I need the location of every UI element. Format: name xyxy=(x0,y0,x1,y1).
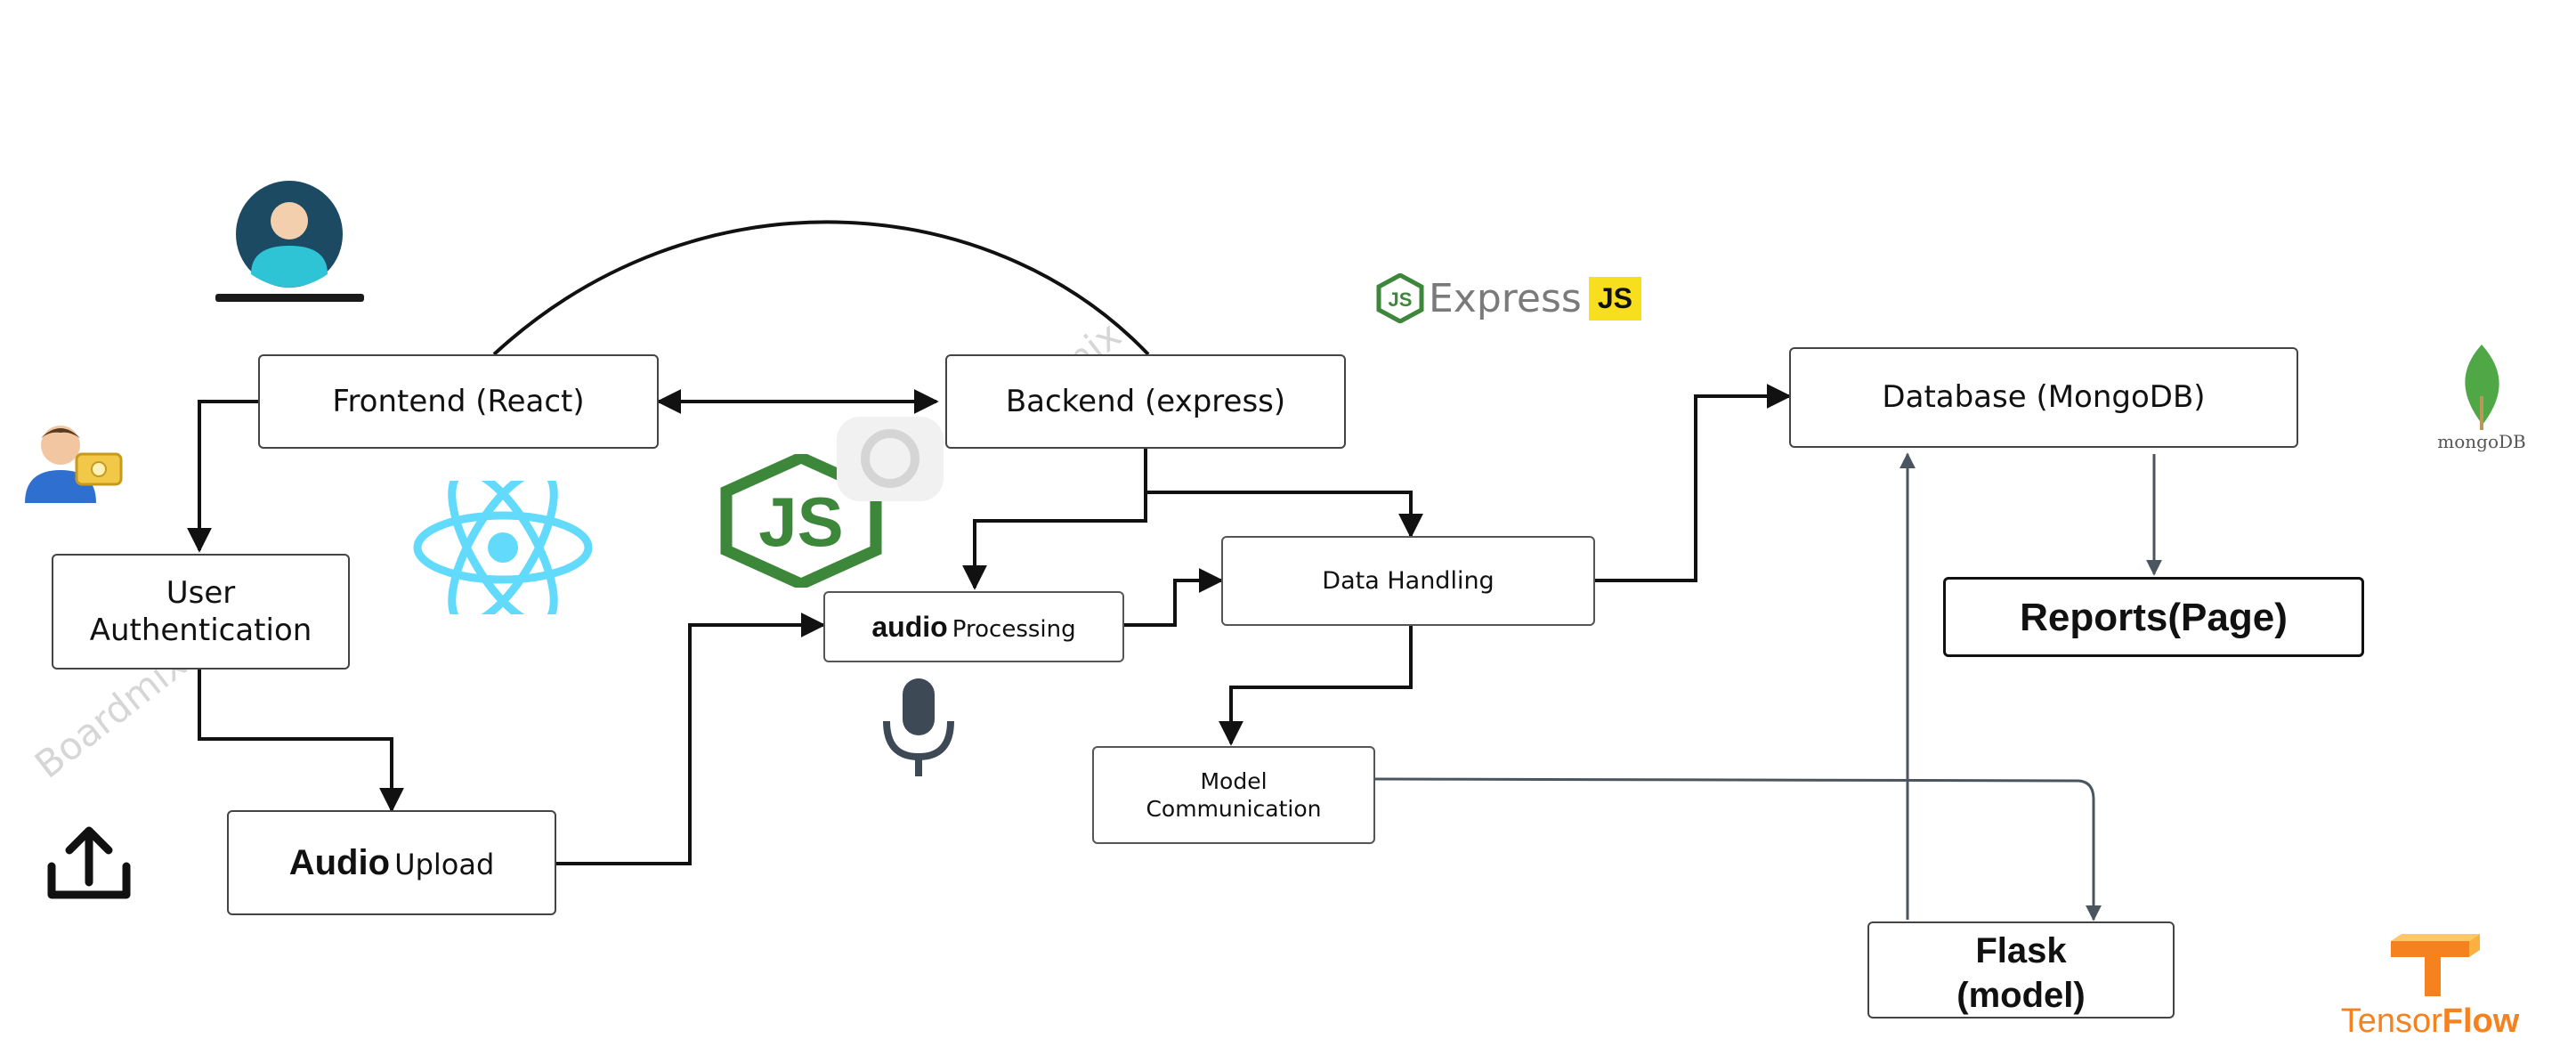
backend-label: Backend (express) xyxy=(1005,383,1286,419)
audio-processing-label-b: Processing xyxy=(952,615,1076,643)
arrow-datahandling-database xyxy=(1595,384,1792,582)
flask-model-label: Flask (model) xyxy=(1956,931,2086,1015)
audio-upload-label-b: Upload xyxy=(394,847,495,881)
reports-page-node: Reports(Page) xyxy=(1943,577,2364,657)
audio-upload-label-a: Audio xyxy=(288,842,391,882)
user-key-icon xyxy=(25,426,123,503)
user-avatar-icon xyxy=(215,181,364,302)
data-handling-node: Data Handling xyxy=(1221,536,1595,626)
arrow-backend-audioprocessing xyxy=(962,449,1147,590)
arrow-datahandling-modelcomm xyxy=(1219,626,1413,746)
tensorflow-text-b: Flow xyxy=(2442,1002,2520,1040)
mongodb-logo-text: mongoDB xyxy=(2437,431,2526,452)
express-js-hex-icon: JS xyxy=(1376,273,1424,323)
arrow-audioupload-audioprocessing xyxy=(556,613,826,865)
mongodb-logo: mongoDB xyxy=(2419,343,2544,454)
arrow-backend-datahandling xyxy=(1146,491,1423,539)
express-js-badge: JS xyxy=(1588,276,1641,321)
database-node: Database (MongoDB) xyxy=(1789,347,2298,448)
express-logo: JS Express JS xyxy=(1375,272,1660,325)
nodejs-logo-text: JS xyxy=(758,483,843,561)
user-authentication-node: User Authentication xyxy=(52,554,350,670)
arc-frontend-backend xyxy=(492,220,1150,356)
watermark-logo-icon xyxy=(837,417,944,501)
audio-processing-label: audio Processing xyxy=(871,611,1075,644)
nodejs-logo-icon: JS xyxy=(720,454,882,588)
data-handling-label: Data Handling xyxy=(1322,566,1495,595)
arrow-frontend-userauth xyxy=(187,400,258,553)
upload-icon xyxy=(47,826,131,899)
model-communication-node: Model Communication xyxy=(1092,746,1375,844)
database-label: Database (MongoDB) xyxy=(1882,379,2206,416)
tensorflow-logo-text: TensorFlow xyxy=(2292,1002,2568,1041)
arrow-audioprocessing-datahandling xyxy=(1124,568,1224,627)
mongodb-leaf-icon xyxy=(2465,345,2499,430)
backend-node: Backend (express) xyxy=(945,354,1346,449)
svg-text:JS: JS xyxy=(1389,288,1413,311)
reports-page-label: Reports(Page) xyxy=(2020,595,2288,639)
user-authentication-label: User Authentication xyxy=(89,574,312,649)
express-logo-text: Express xyxy=(1429,275,1582,321)
audio-processing-node: audio Processing xyxy=(823,591,1124,662)
tensorflow-shape-icon xyxy=(2391,934,2480,996)
microphone-icon xyxy=(883,678,954,776)
flask-model-node: Flask (model) xyxy=(1867,921,2175,1019)
audio-upload-node: Audio Upload xyxy=(227,810,556,915)
frontend-node: Frontend (React) xyxy=(258,354,659,449)
arrow-userauth-audioupload xyxy=(198,670,404,813)
audio-processing-label-a: audio xyxy=(871,610,948,643)
frontend-label: Frontend (React) xyxy=(332,383,585,419)
audio-upload-label: Audio Upload xyxy=(289,843,495,883)
react-logo-icon xyxy=(413,481,593,614)
arrow-modelcomm-flask xyxy=(1374,777,2102,921)
model-communication-label: Model Communication xyxy=(1146,767,1322,822)
tensorflow-text-a: Tensor xyxy=(2340,1002,2442,1040)
tensorflow-logo: TensorFlow xyxy=(2292,930,2568,1046)
